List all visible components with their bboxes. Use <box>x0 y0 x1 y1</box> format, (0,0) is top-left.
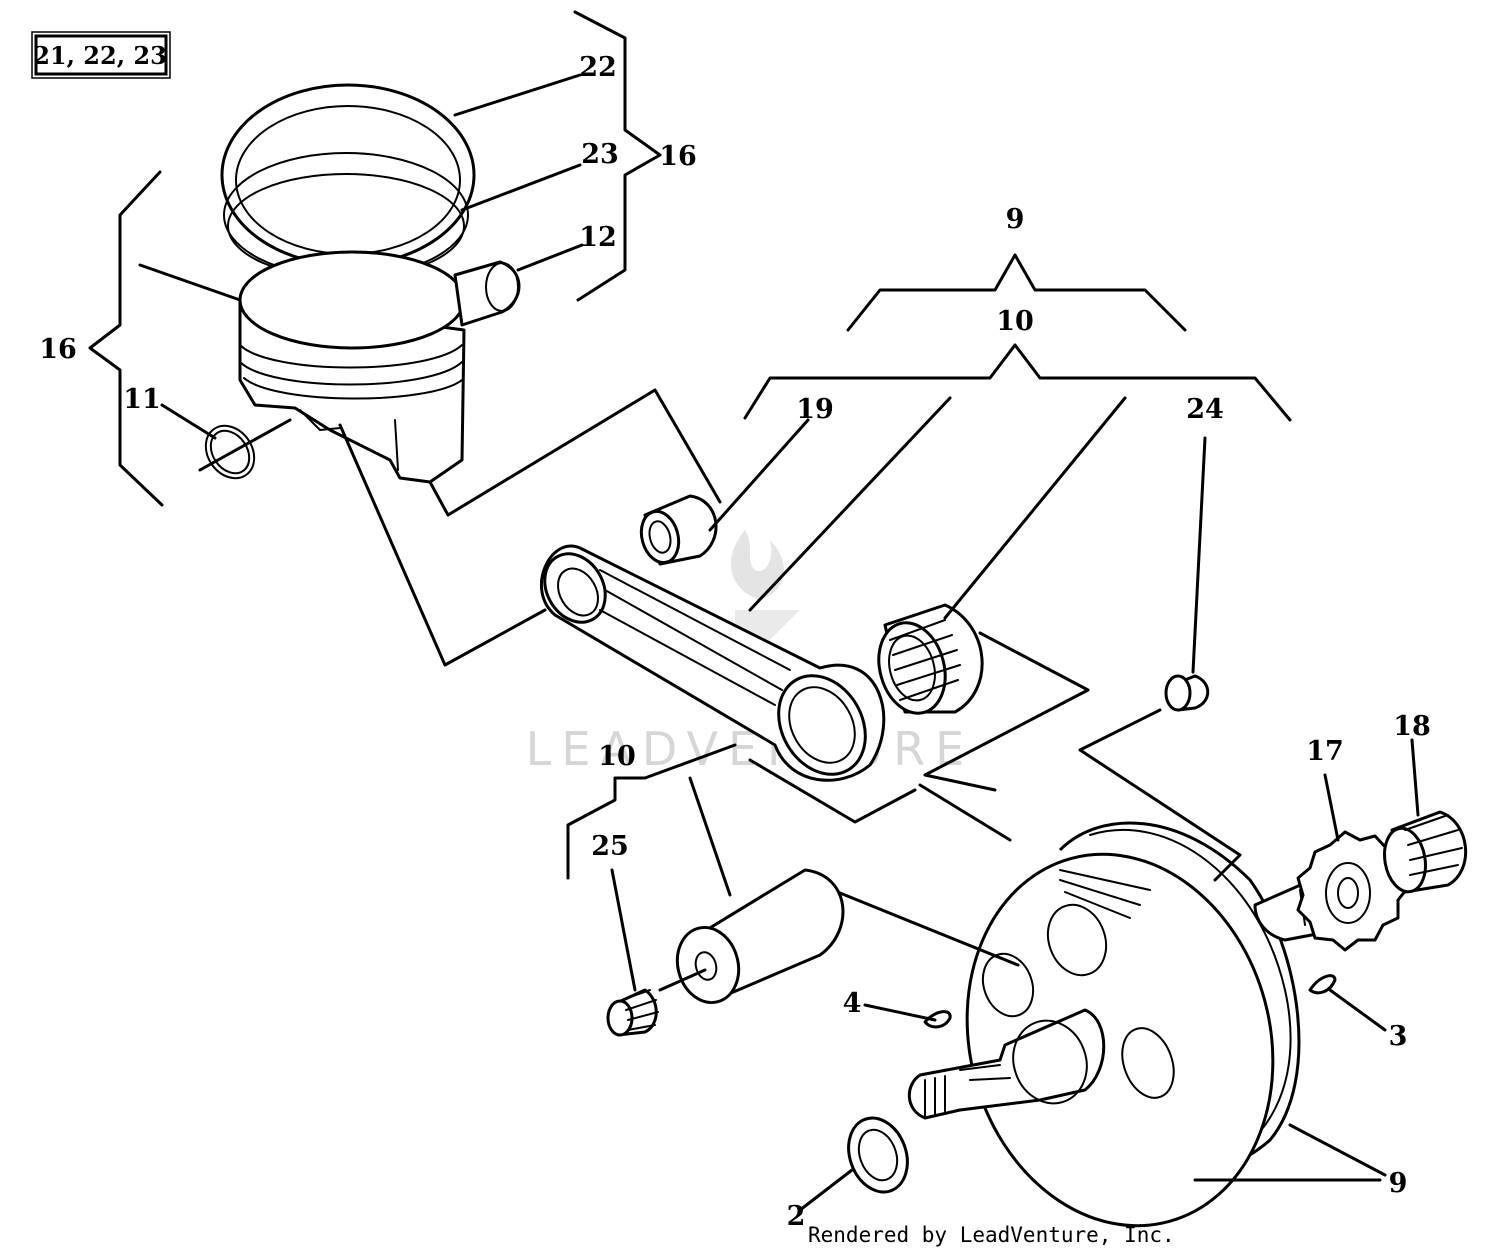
callout-18: 18 <box>1393 711 1431 742</box>
callout-25: 25 <box>591 831 629 862</box>
callout-9-top: 9 <box>1006 204 1025 235</box>
callout-24: 24 <box>1186 394 1224 425</box>
callout-19: 19 <box>796 394 834 425</box>
washer <box>847 1116 909 1194</box>
needle-bearing <box>877 603 984 715</box>
sprocket <box>1296 830 1412 952</box>
callout-16-left: 16 <box>39 334 77 365</box>
callout-9-bottom: 9 <box>1389 1168 1408 1199</box>
watermark: LEADVENTURE <box>526 530 975 776</box>
piston <box>238 250 466 484</box>
callout-23: 23 <box>581 139 619 170</box>
spring-nut <box>1383 810 1468 894</box>
watermark-text: LEADVENTURE <box>526 722 975 776</box>
crankshaft-flywheel <box>907 821 1353 1228</box>
callout-11: 11 <box>123 384 161 415</box>
callout-16-right: 16 <box>659 141 697 172</box>
credit-text: Rendered by LeadVenture, Inc. <box>808 1223 1175 1247</box>
small-end-bearing <box>639 494 718 566</box>
woodruff-key-right <box>1308 974 1337 995</box>
spring-plug <box>606 988 659 1037</box>
callout-22: 22 <box>579 52 617 83</box>
plug <box>1164 674 1210 712</box>
callout-labels: 22 23 12 16 16 11 9 10 19 24 10 25 17 18… <box>39 52 1431 1232</box>
crank-pin <box>675 868 845 1005</box>
callout-2: 2 <box>787 1201 806 1232</box>
reference-box-label: 21, 22, 23 <box>33 41 167 70</box>
reference-box: 21, 22, 23 <box>31 31 171 79</box>
piston-pin <box>453 260 521 327</box>
callout-3: 3 <box>1389 1021 1408 1052</box>
connecting-rod <box>539 544 886 782</box>
callout-17: 17 <box>1306 736 1344 767</box>
woodruff-key-left <box>923 1010 952 1029</box>
watermark-flame-icon <box>730 530 784 600</box>
leader-lines <box>88 10 1420 1212</box>
callout-10-top: 10 <box>996 306 1034 337</box>
callout-12: 12 <box>579 222 617 253</box>
callout-4: 4 <box>843 988 862 1019</box>
callout-10-left: 10 <box>598 741 636 772</box>
